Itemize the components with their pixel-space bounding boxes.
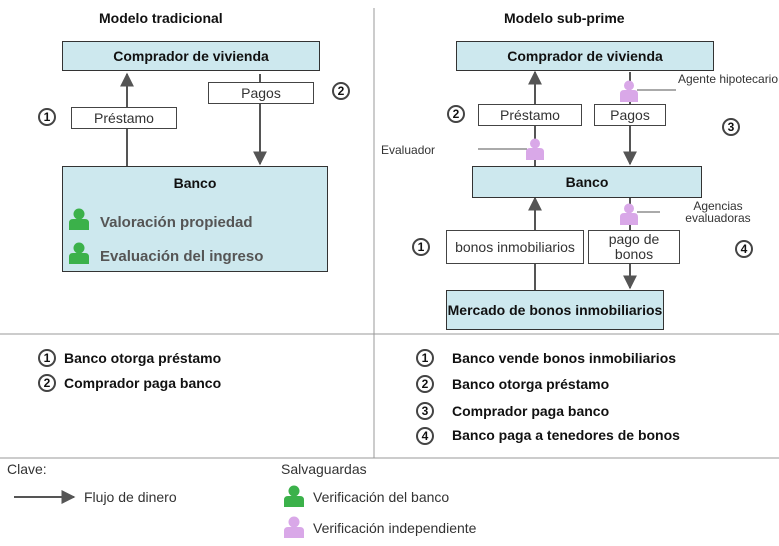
key-clave-label: Clave: — [7, 461, 47, 477]
agente-person-icon — [620, 80, 638, 102]
bank-person-icon — [69, 242, 89, 264]
right-step-2-badge: 2 — [447, 105, 465, 123]
right-step-1-text: Banco vende bonos inmobiliarios — [452, 350, 677, 366]
left-pagos-label: Pagos — [208, 82, 314, 104]
right-step-4-list-badge: 4 — [416, 427, 434, 445]
right-step-3-list-badge: 3 — [416, 402, 434, 420]
key-flujo-label: Flujo de dinero — [84, 489, 177, 505]
right-mercado-box: Mercado de bonos inmobiliarios — [446, 290, 664, 330]
left-step-2-text: Comprador paga banco — [64, 375, 222, 391]
left-banco-box: Banco — [62, 166, 328, 272]
evaluador-person-icon — [526, 138, 544, 160]
left-check-valoracion: Valoración propiedad — [100, 214, 253, 231]
right-pago-bonos-label: pago de bonos — [588, 230, 680, 264]
right-step-4-text: Banco paga a tenedores de bonos — [452, 427, 680, 443]
right-step-2-text: Banco otorga préstamo — [452, 376, 610, 392]
right-comprador-box: Comprador de vivienda — [456, 41, 714, 71]
right-pagos-label: Pagos — [594, 104, 666, 126]
left-banco-label: Banco — [173, 175, 217, 191]
right-step-4-badge: 4 — [735, 240, 753, 258]
right-title: Modelo sub-prime — [504, 10, 625, 26]
right-step-1-list-badge: 1 — [416, 349, 434, 367]
left-step-1-text: Banco otorga préstamo — [64, 350, 222, 366]
agente-hipotecario-label: Agente hipotecario — [677, 72, 779, 86]
agencias-evaluadoras-label: Agencias evaluadoras — [685, 199, 751, 225]
left-prestamo-label: Préstamo — [71, 107, 177, 129]
bank-person-icon — [69, 208, 89, 230]
independent-person-icon — [284, 516, 304, 538]
left-title: Modelo tradicional — [99, 10, 223, 26]
left-step-2-list-badge: 2 — [38, 374, 56, 392]
right-step-3-text: Comprador paga banco — [452, 403, 610, 419]
left-comprador-box: Comprador de vivienda — [62, 41, 320, 71]
right-prestamo-label: Préstamo — [478, 104, 582, 126]
bank-person-icon — [284, 485, 304, 507]
left-step-1-badge: 1 — [38, 108, 56, 126]
right-step-2-list-badge: 2 — [416, 375, 434, 393]
left-step-1-list-badge: 1 — [38, 349, 56, 367]
right-step-1-badge: 1 — [412, 238, 430, 256]
left-step-2-badge: 2 — [332, 82, 350, 100]
agencias-person-icon — [620, 203, 638, 225]
key-indep-check-label: Verificación independiente — [313, 520, 477, 536]
key-salvaguardas-label: Salvaguardas — [281, 461, 367, 477]
right-banco-box: Banco — [472, 166, 702, 198]
right-bonos-label: bonos inmobiliarios — [446, 230, 584, 264]
left-check-evaluacion: Evaluación del ingreso — [100, 248, 264, 265]
right-step-3-badge: 3 — [722, 118, 740, 136]
key-banco-check-label: Verificación del banco — [313, 489, 450, 505]
evaluador-label: Evaluador — [381, 143, 436, 157]
